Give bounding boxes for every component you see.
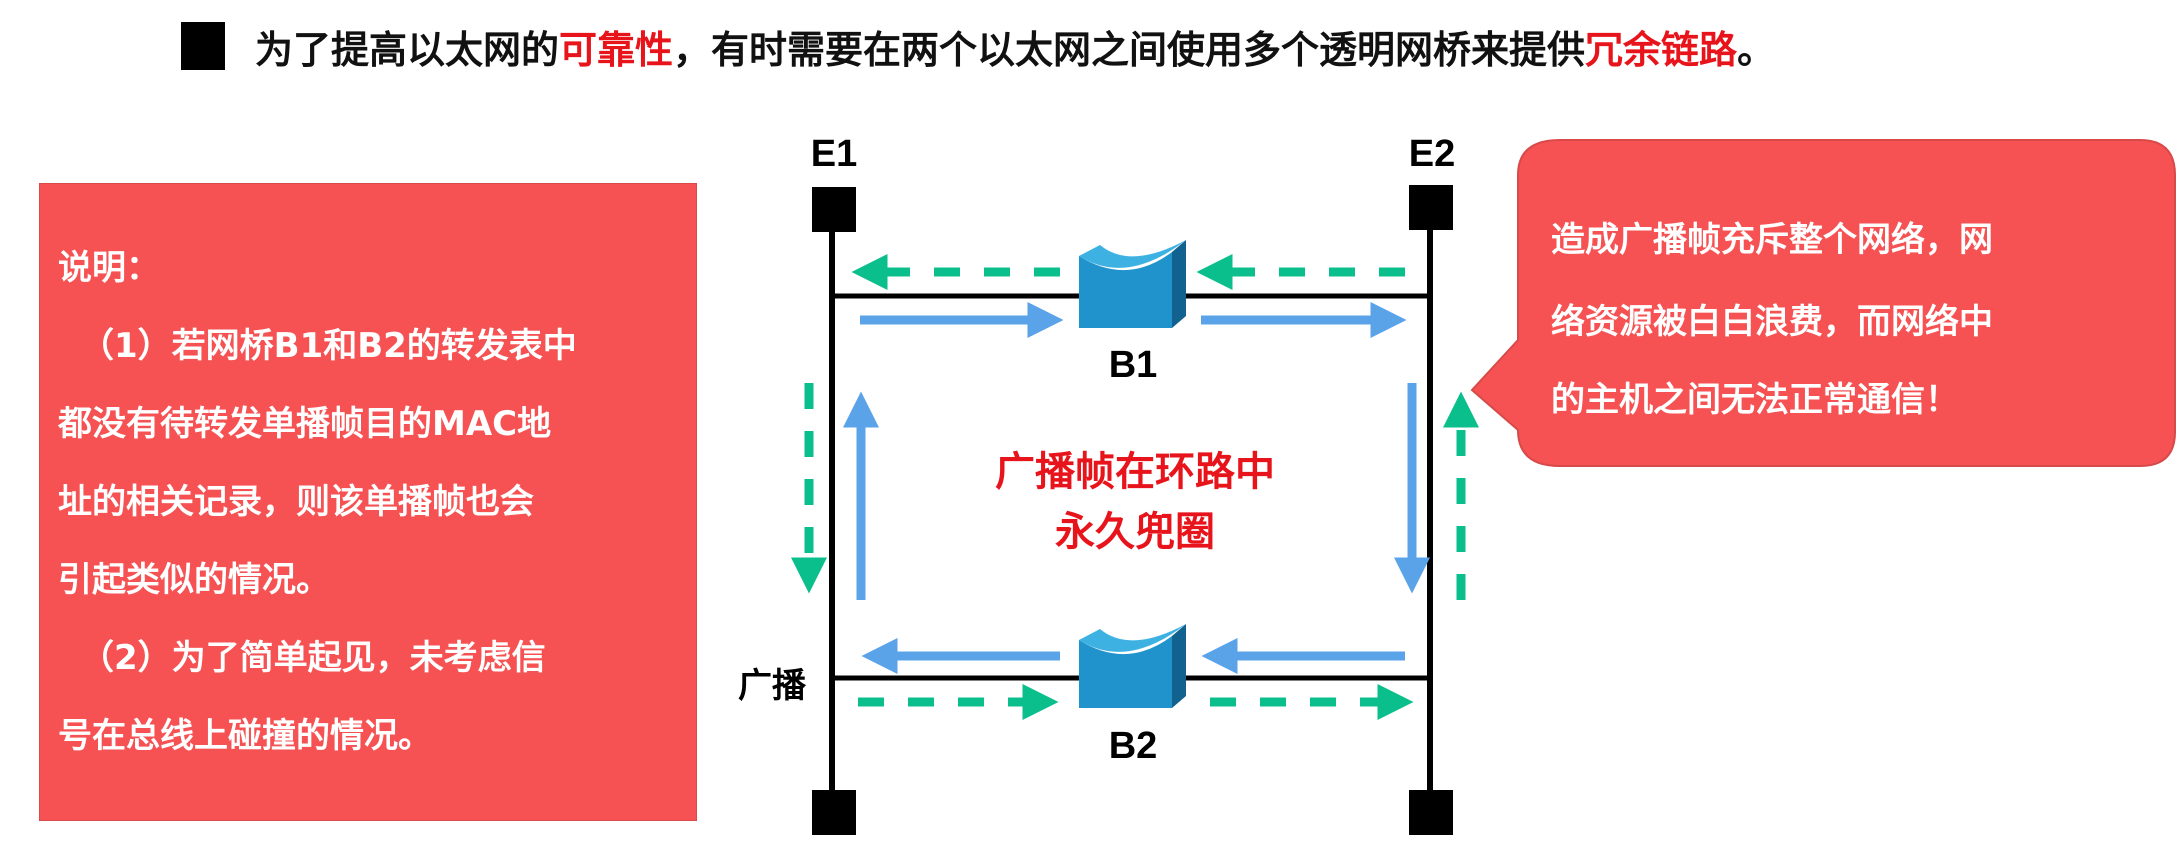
- note-line: 说明：: [58, 248, 160, 288]
- bubble-line: 造成广播帧充斥整个网络，网: [1551, 220, 1993, 260]
- note-line: 号在总线上碰撞的情况。: [58, 716, 432, 756]
- note-line: 址的相关记录，则该单播帧也会: [58, 482, 534, 522]
- title-part3: 。: [1737, 27, 1776, 72]
- slide-title: 为了提高以太网的可靠性，有时需要在两个以太网之间使用多个透明网桥来提供冗余链路。: [181, 18, 1775, 74]
- station-e1-top: [812, 187, 856, 232]
- note-box: 说明： （1）若网桥B1和B2的转发表中 都没有待转发单播帧目的MAC地 址的相…: [39, 183, 697, 821]
- note-line: （1）若网桥B1和B2的转发表中: [80, 326, 577, 366]
- label-b2: B2: [1109, 725, 1158, 767]
- label-e2: E2: [1409, 133, 1455, 175]
- title-highlight-reliability: 可靠性: [559, 27, 674, 72]
- bridge-b1-icon: [1079, 240, 1186, 328]
- note-line: 都没有待转发单播帧目的MAC地: [58, 404, 552, 444]
- title-part2: ，有时需要在两个以太网之间使用多个透明网桥来提供: [673, 27, 1586, 72]
- bubble-line: 络资源被白白浪费，而网络中: [1551, 302, 1993, 342]
- station-e1-bottom: [812, 790, 856, 835]
- label-broadcast: 广播: [738, 667, 807, 705]
- callout-bubble: [1470, 139, 2176, 467]
- title-highlight-redundant-links: 冗余链路: [1585, 27, 1738, 72]
- note-line: 引起类似的情况。: [58, 560, 330, 600]
- note-line: （2）为了简单起见，未考虑信: [80, 638, 546, 678]
- bridge-b2-icon: [1079, 624, 1186, 708]
- label-e1: E1: [811, 133, 857, 175]
- bubble-line: 的主机之间无法正常通信！: [1551, 380, 1959, 420]
- title-part1: 为了提高以太网的: [255, 27, 560, 72]
- center-caption-line1: 广播帧在环路中: [995, 450, 1275, 494]
- station-e2-top: [1409, 185, 1453, 230]
- black-square-bullet-icon: [181, 22, 225, 70]
- station-e2-bottom: [1409, 790, 1453, 835]
- label-b1: B1: [1109, 344, 1158, 386]
- center-caption-line2: 永久兜圈: [1055, 510, 1215, 554]
